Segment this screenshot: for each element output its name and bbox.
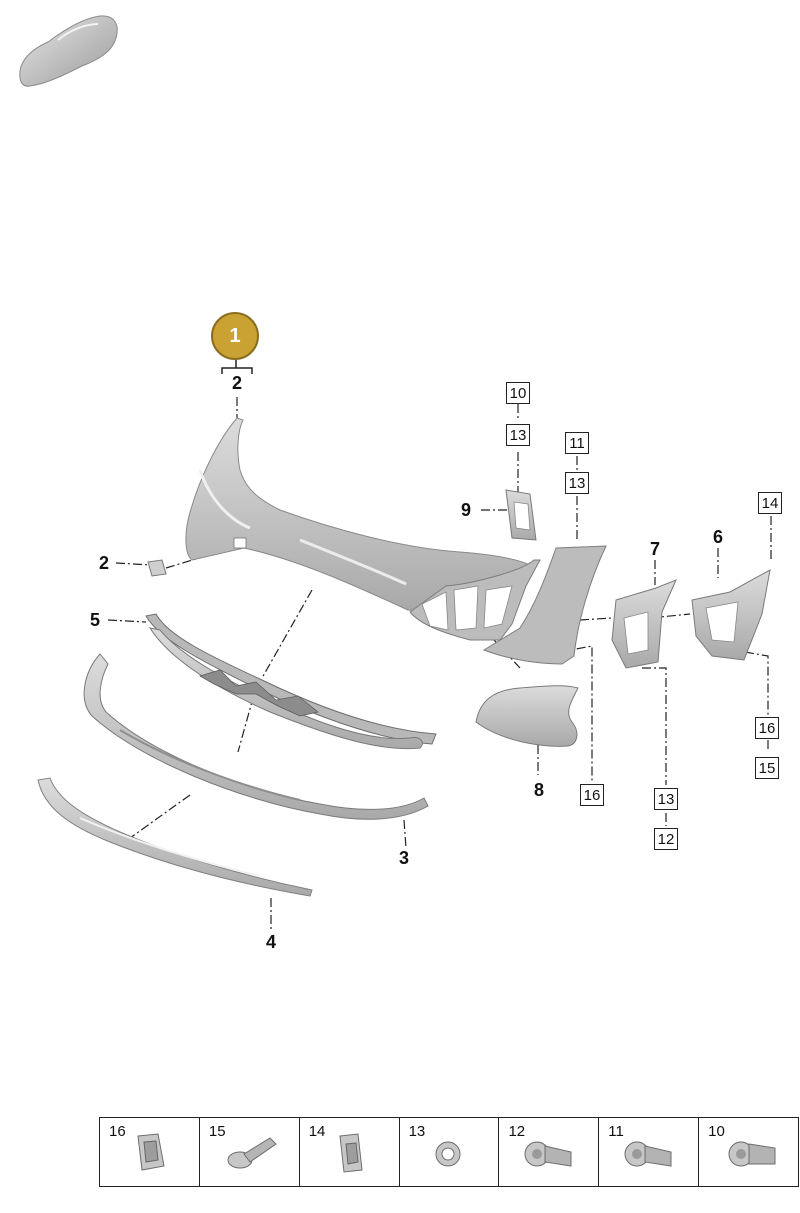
- boxed-label-15: 15: [755, 757, 779, 779]
- boxed-label-16: 16: [580, 784, 604, 806]
- strip-cell-10: 10: [699, 1118, 798, 1186]
- callout-9: 9: [460, 500, 472, 520]
- strip-number: 12: [508, 1123, 526, 1140]
- part-3-lower-spoiler: [83, 653, 429, 820]
- boxed-label-10: 10: [506, 382, 530, 404]
- boxed-label-13: 13: [654, 788, 678, 810]
- boxed-label-16: 16: [755, 717, 779, 739]
- boxed-label-14: 14: [758, 492, 782, 514]
- boxed-label-12: 12: [654, 828, 678, 850]
- expansion-rivet-icon: [227, 1137, 277, 1169]
- callout-8: 8: [533, 780, 545, 800]
- boxed-label-13: 13: [506, 424, 530, 446]
- strip-cell-14: 14: [300, 1118, 400, 1186]
- strip-number: 10: [708, 1123, 725, 1140]
- clip-nut-icon: [339, 1133, 363, 1173]
- strip-number: 16: [109, 1123, 126, 1140]
- part-8-cover: [475, 685, 579, 747]
- part-9-bracket: [505, 489, 537, 541]
- part-2-cap: [147, 559, 167, 577]
- part-6-bracket: [691, 569, 771, 661]
- car-thumbnail-icon: [19, 15, 118, 87]
- strip-number: 15: [208, 1123, 226, 1140]
- small-parts-strip: 16 15 14 13 12 11: [99, 1117, 799, 1187]
- strip-number: 13: [408, 1123, 426, 1140]
- callout-2-top: 2: [231, 373, 243, 393]
- group-bracket: [221, 360, 253, 374]
- boxed-label-11: 11: [565, 432, 589, 454]
- strip-cell-12: 12: [499, 1118, 600, 1186]
- callout-6: 6: [712, 527, 724, 547]
- strip-cell-16: 16: [100, 1118, 200, 1186]
- callout-3: 3: [398, 848, 410, 868]
- boxed-label-13: 13: [565, 472, 589, 494]
- strip-cell-11: 11: [599, 1118, 700, 1186]
- parking-sensor-icon: [624, 1141, 672, 1167]
- strip-cell-15: 15: [200, 1118, 300, 1186]
- callout-5: 5: [89, 610, 101, 630]
- callout-7: 7: [649, 539, 661, 559]
- parking-sensor-icon: [524, 1141, 572, 1167]
- strip-cell-13: 13: [400, 1118, 500, 1186]
- strip-number: 11: [608, 1123, 624, 1140]
- part-4-air-guide: [37, 777, 313, 897]
- clip-nut-icon: [137, 1133, 165, 1171]
- part-2-bumper-cover: [185, 417, 541, 641]
- strip-number: 14: [308, 1123, 326, 1140]
- callout-4: 4: [265, 932, 277, 952]
- part-5-grille-frame: [145, 613, 437, 750]
- sealing-ring-icon: [435, 1141, 461, 1167]
- part-7-sensor-bracket: [611, 579, 677, 669]
- part-side-trim: [482, 545, 607, 665]
- parking-sensor-icon: [728, 1141, 776, 1167]
- callout-2-cap: 2: [98, 553, 110, 573]
- group-badge: 1: [211, 312, 259, 360]
